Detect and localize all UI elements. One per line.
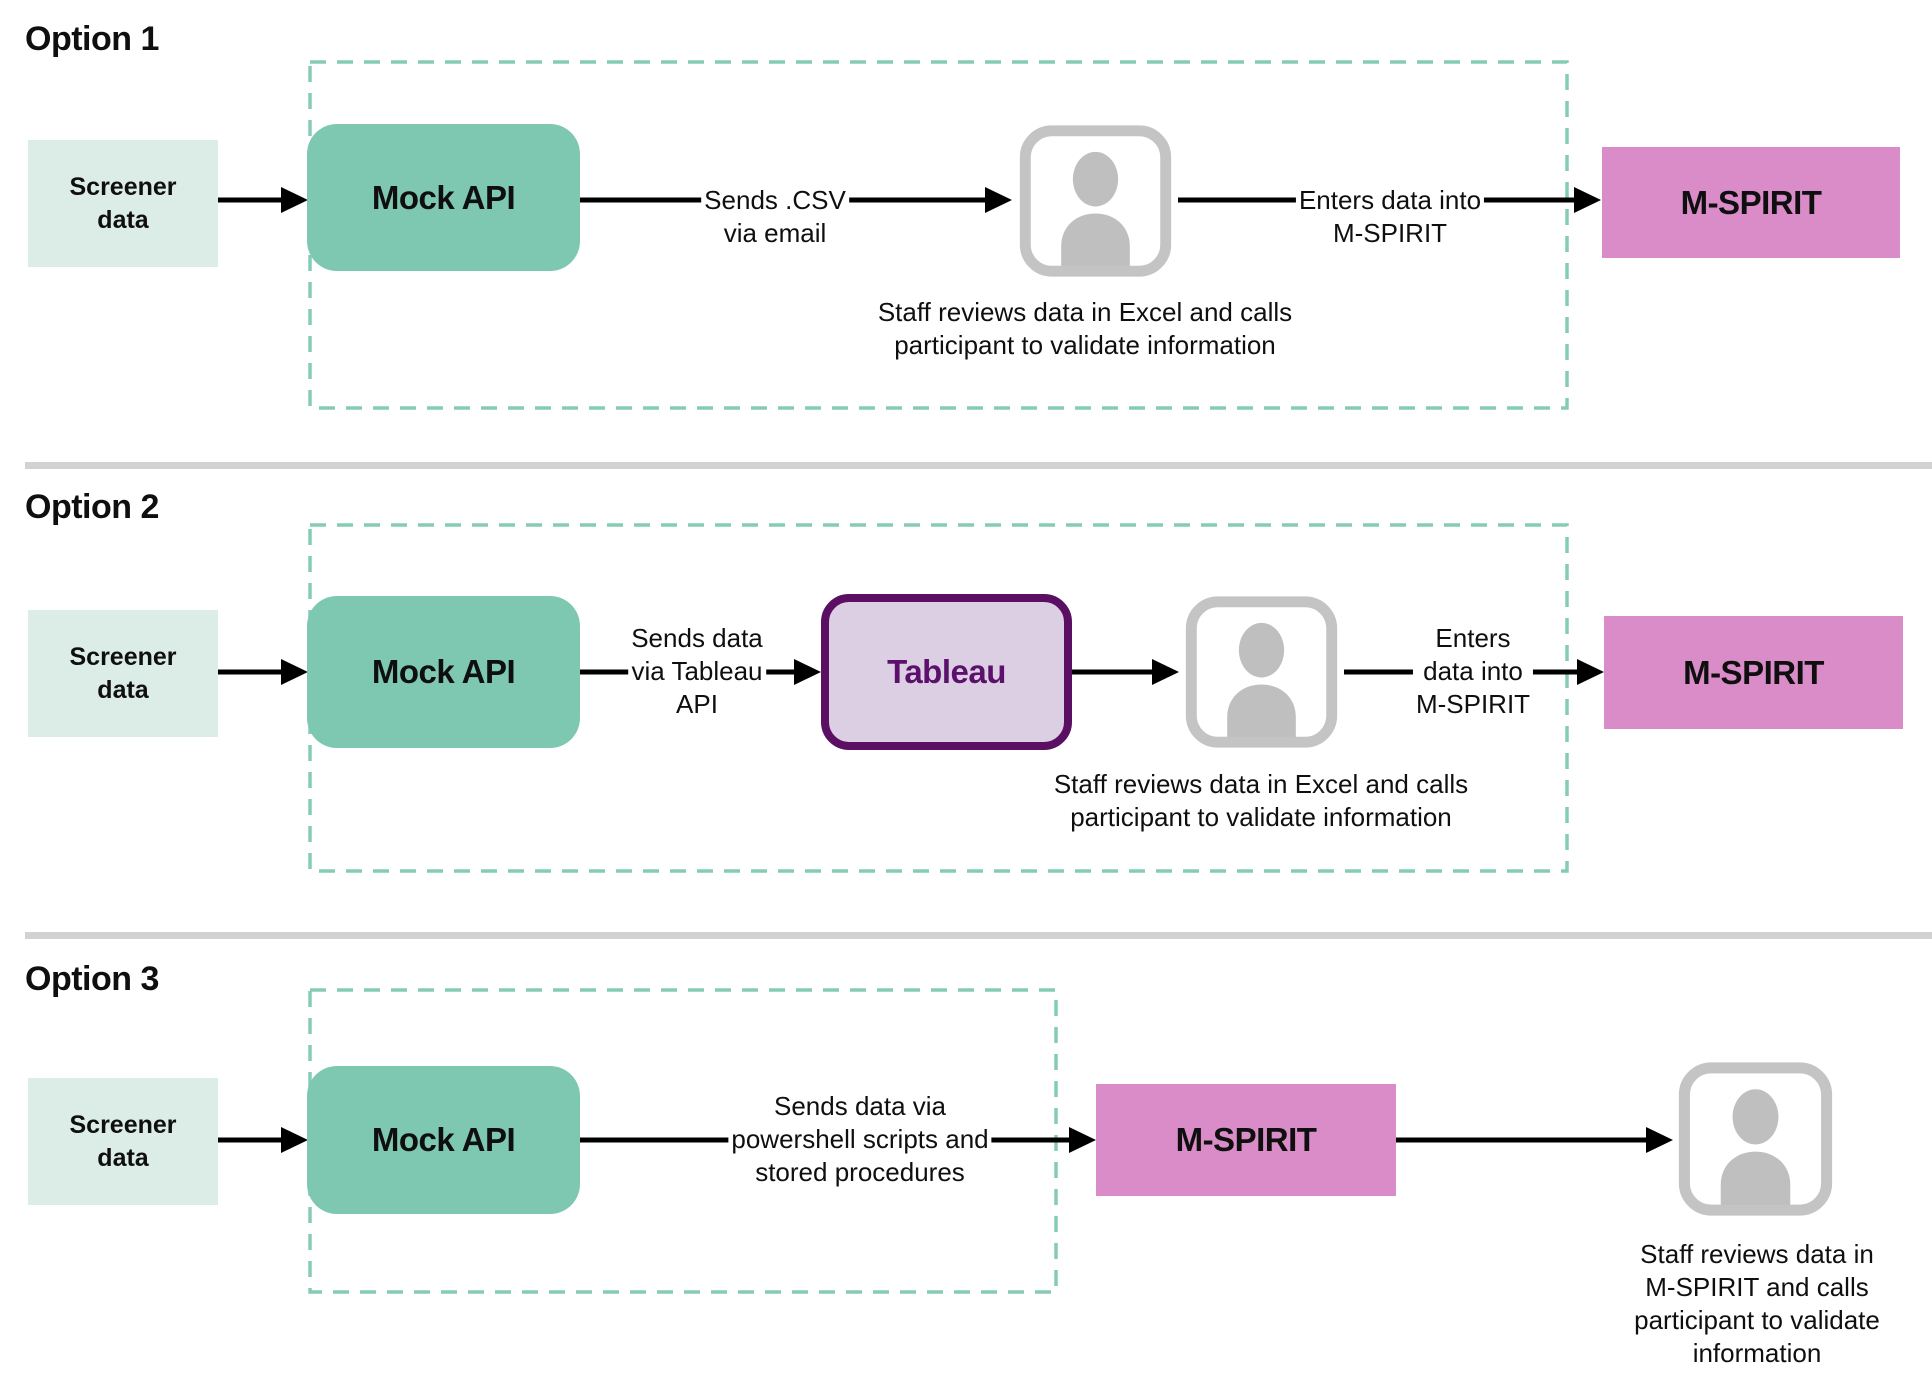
mock-api-box-2: Mock API — [307, 596, 580, 748]
staff-caption-2: Staff reviews data in Excel and calls pa… — [1053, 769, 1469, 832]
staff-caption-3: Staff reviews data in M-SPIRIT and calls… — [1634, 1239, 1880, 1368]
option1-title: Option 1 — [25, 20, 159, 58]
option2-title: Option 2 — [25, 488, 159, 526]
send-csv-label: Sends .CSV via email — [701, 184, 849, 250]
mock-api-box-3: Mock API — [307, 1066, 580, 1214]
arrow-mspirit-to-staff-3 — [1396, 1127, 1673, 1153]
tableau-box: Tableau — [821, 594, 1072, 750]
person-icon — [1678, 1062, 1833, 1216]
arrow-screener-to-mockapi-3 — [218, 1127, 308, 1153]
enters-data-label-1: Enters data into M-SPIRIT — [1295, 184, 1485, 250]
person-icon — [1019, 125, 1172, 277]
screener-data-box-3: Screener data — [28, 1078, 218, 1205]
staff-caption-1: Staff reviews data in Excel and calls pa… — [877, 297, 1293, 360]
arrow-screener-to-mockapi-2 — [218, 659, 308, 685]
section-divider-2 — [25, 932, 1932, 939]
person-icon — [1185, 596, 1338, 748]
arrow-tableau-to-staff — [1072, 659, 1179, 685]
screener-data-box-2: Screener data — [28, 610, 218, 737]
arrow-screener-to-mockapi-1 — [218, 187, 308, 213]
section-divider-1 — [25, 462, 1932, 469]
screener-data-box-1: Screener data — [28, 140, 218, 267]
enters-data-label-2: Enters data into M-SPIRIT — [1412, 622, 1534, 721]
option3-title: Option 3 — [25, 960, 159, 998]
send-powershell-label: Sends data via powershell scripts and st… — [728, 1090, 992, 1189]
m-spirit-box-1: M-SPIRIT — [1602, 147, 1900, 258]
m-spirit-box-2: M-SPIRIT — [1604, 616, 1903, 729]
m-spirit-box-3: M-SPIRIT — [1096, 1084, 1396, 1196]
mock-api-box-1: Mock API — [307, 124, 580, 271]
send-tableau-label: Sends data via Tableau API — [628, 622, 766, 721]
